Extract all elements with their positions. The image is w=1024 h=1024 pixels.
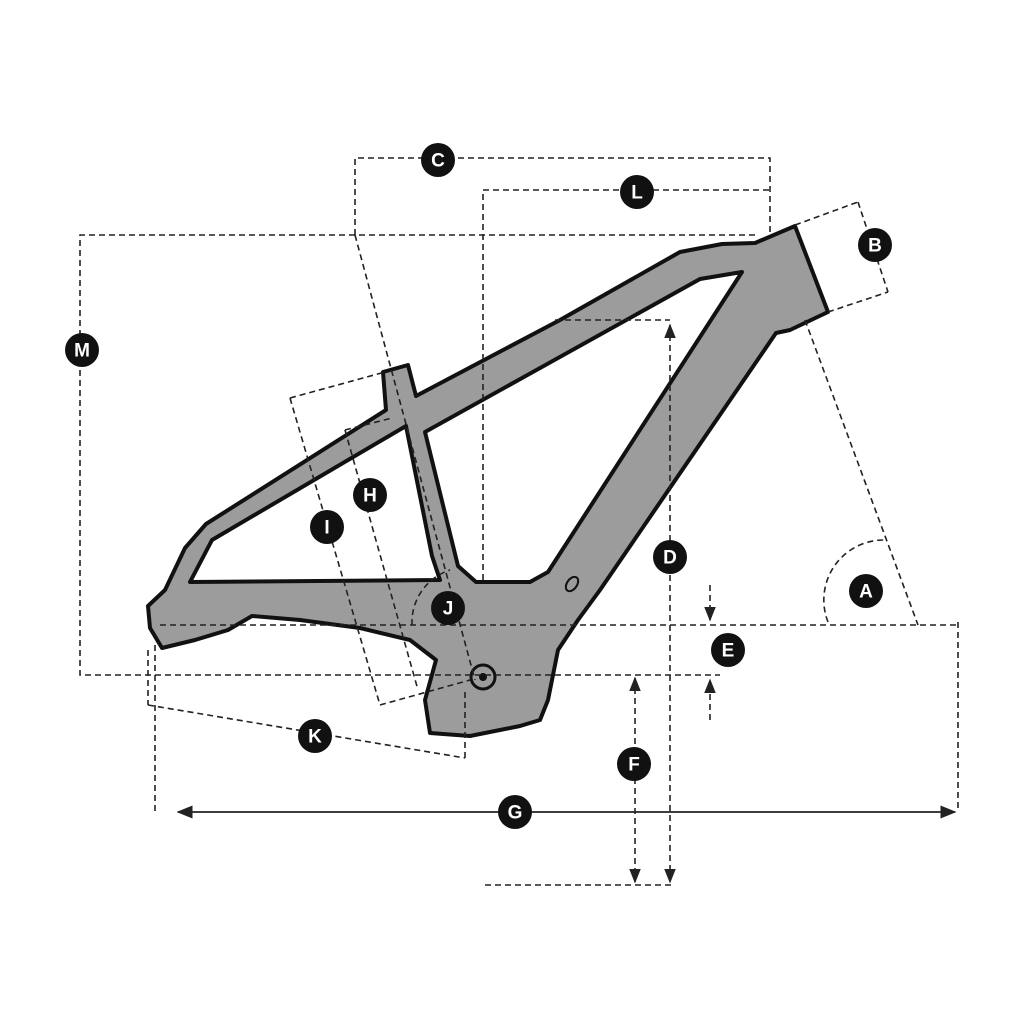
label-a: A (849, 574, 883, 608)
label-e: E (711, 633, 745, 667)
svg-text:E: E (722, 641, 735, 662)
svg-text:M: M (74, 341, 90, 362)
label-g: G (498, 795, 532, 829)
svg-text:A: A (859, 582, 873, 603)
svg-text:J: J (443, 599, 454, 620)
svg-text:C: C (431, 151, 445, 172)
bike-frame (146, 224, 830, 738)
svg-text:H: H (363, 486, 377, 507)
svg-text:F: F (628, 755, 640, 776)
label-j: J (431, 591, 465, 625)
dimension-lines (79, 157, 959, 886)
svg-text:G: G (508, 803, 523, 824)
label-l: L (620, 175, 654, 209)
svg-text:D: D (663, 548, 677, 569)
label-m: M (65, 333, 99, 367)
svg-text:K: K (308, 727, 322, 748)
label-d: D (653, 540, 687, 574)
label-h: H (353, 478, 387, 512)
label-c: C (421, 143, 455, 177)
svg-text:L: L (631, 183, 643, 204)
label-f: F (617, 747, 651, 781)
label-b: B (858, 228, 892, 262)
svg-text:B: B (868, 236, 882, 257)
label-i: I (310, 510, 344, 544)
svg-text:I: I (324, 518, 329, 539)
label-k: K (298, 719, 332, 753)
